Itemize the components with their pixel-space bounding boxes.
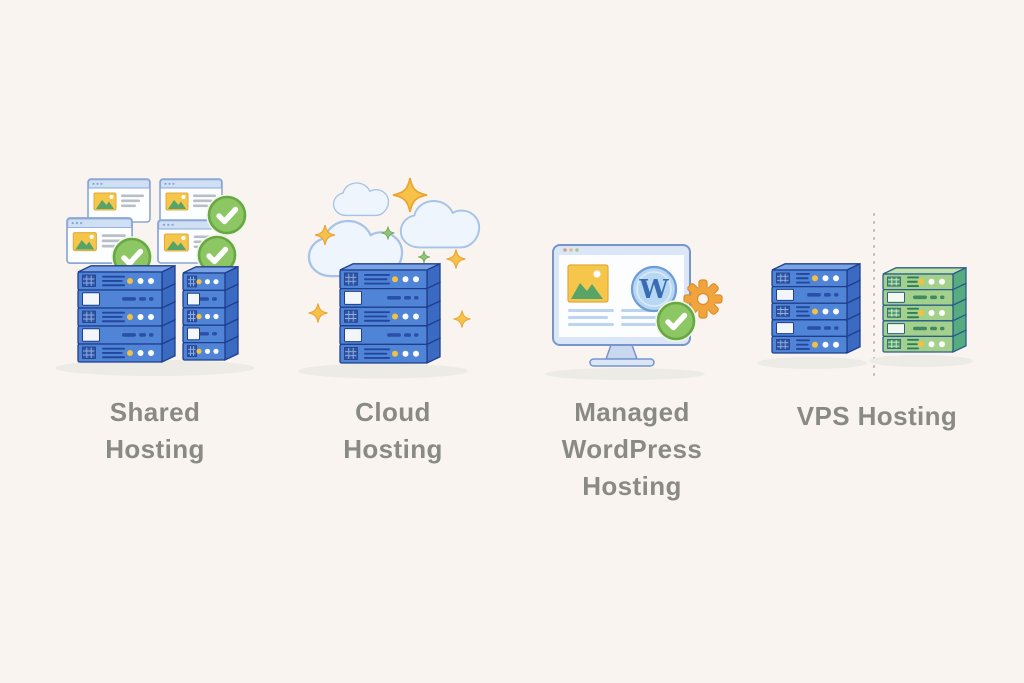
cloud-hosting-illustration — [298, 177, 481, 379]
traffic-dot — [575, 248, 579, 252]
wordpress-letter: W — [638, 275, 669, 305]
wordpress-icon: W — [630, 265, 678, 313]
server-stack-icon — [339, 262, 441, 365]
vps-hosting-illustration — [757, 213, 973, 377]
shared-hosting-illustration — [55, 178, 255, 376]
section-title-shared: Shared Hosting — [105, 397, 205, 464]
sparkle-icon — [452, 309, 472, 329]
monitor-stand — [589, 344, 655, 367]
sparkle-icon — [417, 250, 431, 264]
shadow — [545, 368, 705, 380]
check-icon — [207, 195, 246, 234]
cloud-icon — [399, 200, 481, 249]
server-stack-icon — [882, 266, 967, 354]
server-stack-icon — [182, 265, 239, 362]
section-title-cloud: Cloud Hosting — [343, 397, 443, 464]
section-title-managed-wordpress: Managed WordPress Hosting — [561, 397, 703, 501]
shadow — [298, 363, 468, 379]
sun-graphic — [593, 270, 601, 278]
server-stack-icon — [771, 262, 861, 355]
sparkle-icon — [445, 248, 467, 270]
mountain-graphic — [571, 283, 603, 299]
cloud-icon — [332, 182, 390, 217]
server-stack-icon — [77, 264, 176, 364]
check-icon — [656, 301, 695, 340]
managed-wordpress-illustration: W — [545, 244, 723, 380]
shadow — [869, 355, 973, 367]
section-title-vps: VPS Hosting — [796, 401, 958, 431]
shadow — [55, 360, 255, 376]
traffic-dot — [563, 248, 567, 252]
sparkle-icon — [307, 302, 329, 324]
shadow — [757, 357, 867, 369]
traffic-dot — [569, 248, 573, 252]
browser-window-icon — [87, 178, 151, 223]
